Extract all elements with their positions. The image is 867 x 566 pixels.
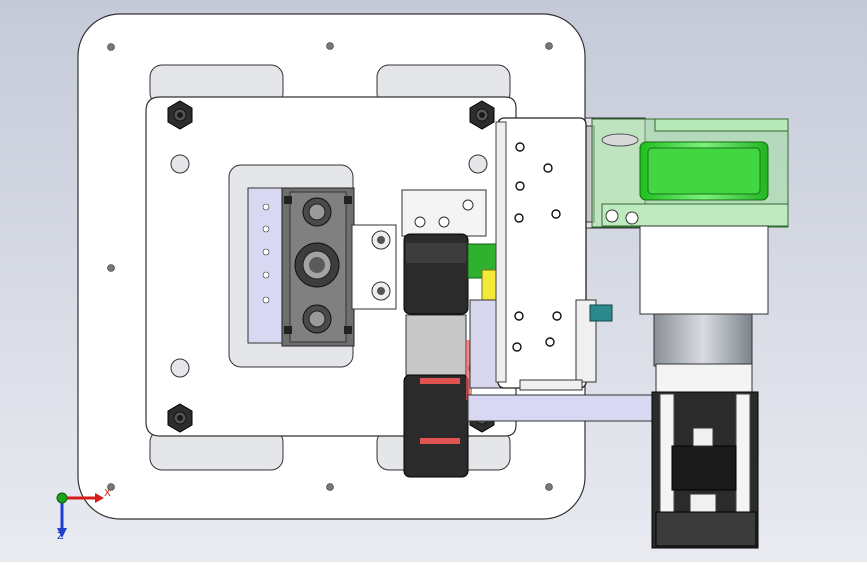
link-arm[interactable] [351, 224, 397, 310]
x-axis-label: X [104, 488, 111, 499]
servo-motor[interactable] [639, 225, 769, 549]
z-axis-label: Z [57, 531, 64, 542]
bearing-block[interactable] [281, 187, 355, 347]
belt-housing[interactable] [591, 118, 789, 228]
carriage-plate[interactable] [401, 189, 487, 237]
axis-triad [56, 492, 104, 538]
hex-nut [167, 403, 193, 433]
belt-pulley-stack[interactable] [403, 233, 472, 478]
hex-nut [167, 100, 193, 130]
horizontal-bar[interactable] [467, 394, 659, 422]
hex-nut [469, 100, 495, 130]
